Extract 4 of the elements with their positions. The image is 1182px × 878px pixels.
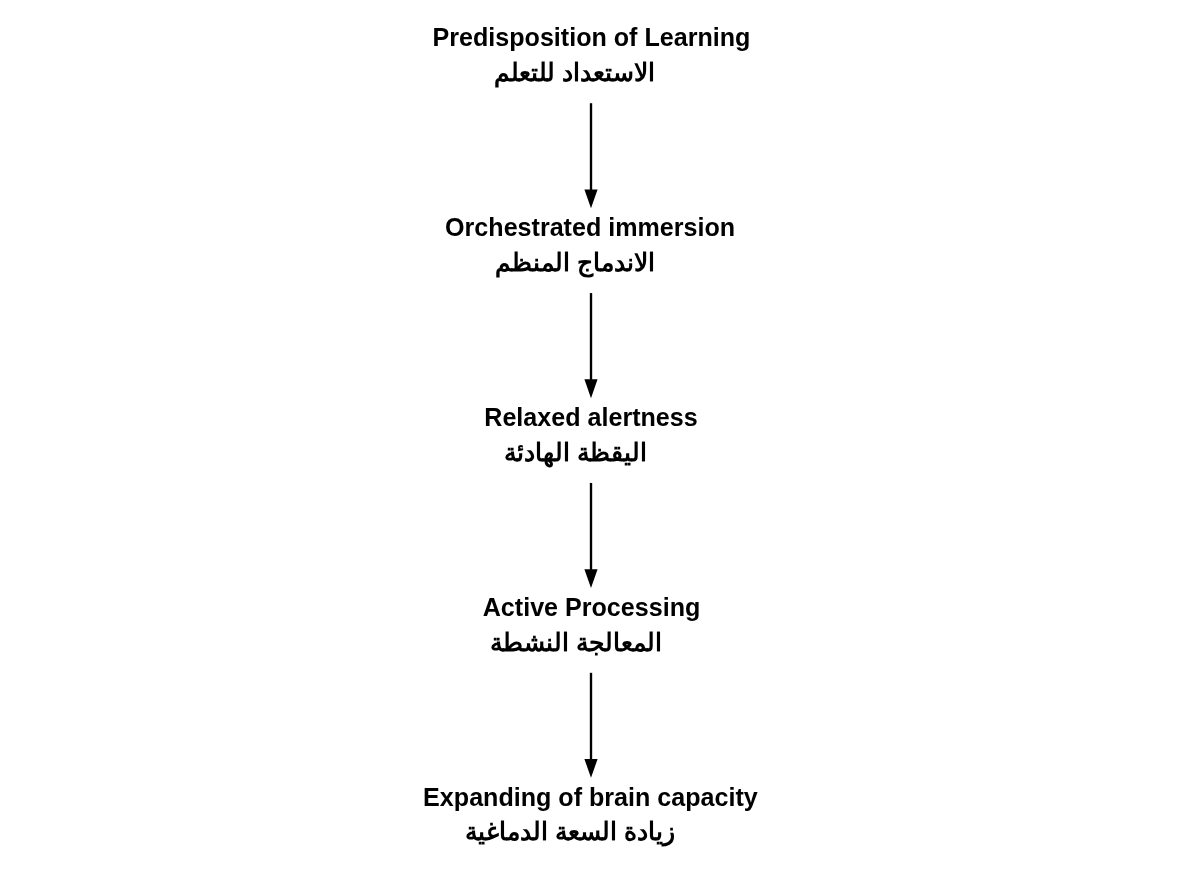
arrow: [584, 672, 598, 778]
arrow: [584, 293, 598, 399]
arrow: [584, 103, 598, 209]
arrow: [584, 482, 598, 588]
